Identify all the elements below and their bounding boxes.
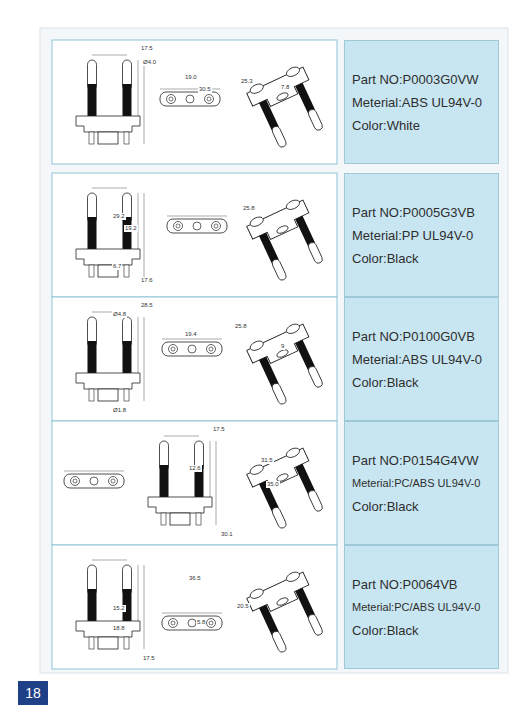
dimension-label: Ø4.8 xyxy=(112,311,127,318)
dimension-label: 12.6 xyxy=(188,465,202,472)
info-panel: Part NO:P0005G3VBMeterial:PP UL94V-0Colo… xyxy=(344,173,499,297)
spec-line: Part NO:P0003G0VW xyxy=(352,68,491,91)
dimension-label: 19.0 xyxy=(184,74,198,81)
dimension-label: 9 xyxy=(280,343,285,350)
spec-line: Meterial:PP UL94V-0 xyxy=(352,224,491,247)
dimension-label: 20.5 xyxy=(236,603,250,610)
dimension-label: 15.2 xyxy=(112,605,126,612)
dimension-label: 6.7 xyxy=(112,263,122,270)
spec-line: Color:Black xyxy=(352,619,491,642)
dimension-label: 31.5 xyxy=(260,457,274,464)
spec-line: Part NO:P0100G0VB xyxy=(352,325,491,348)
dimension-label: 17.5 xyxy=(142,655,156,662)
info-panel: Part NO:P0064VBMeterial:PC/ABS UL94V-0Co… xyxy=(344,545,499,669)
dimension-label: 35.0 xyxy=(266,481,280,488)
dimension-label: 28.5 xyxy=(140,302,154,309)
dimension-label: 25.8 xyxy=(242,205,256,212)
dimension-label: Ø4.0 xyxy=(142,59,157,66)
dimension-label: 17.5 xyxy=(140,45,154,52)
dimension-label: 17.6 xyxy=(140,277,154,284)
info-panel: Part NO:P0100G0VBMeterial:ABS UL94V-0Col… xyxy=(344,297,499,421)
dimension-label: 30.5 xyxy=(198,86,212,93)
dimension-label: 5.8 xyxy=(196,619,206,626)
dimension-label: 25.8 xyxy=(234,323,248,330)
spec-line: Meterial:PC/ABS UL94V-0 xyxy=(352,472,491,495)
spec-line: Color:Black xyxy=(352,371,491,394)
dimension-label: 30.1 xyxy=(220,531,234,538)
dimension-label: 36.5 xyxy=(188,575,202,582)
dimension-label: 18.8 xyxy=(112,625,126,632)
spec-line: Meterial:ABS UL94V-0 xyxy=(352,348,491,371)
dimension-label: Ø1.8 xyxy=(112,407,127,414)
spec-line: Meterial:ABS UL94V-0 xyxy=(352,91,491,114)
dimension-label: 19.2 xyxy=(124,225,138,232)
spec-line: Part NO:P0005G3VB xyxy=(352,201,491,224)
dimension-label: 25.3 xyxy=(240,78,254,85)
dimension-label: 7.8 xyxy=(280,84,290,91)
page-number-box: 18 xyxy=(18,681,48,705)
spec-line: Color:Black xyxy=(352,495,491,518)
spec-line: Color:White xyxy=(352,114,491,137)
dimension-label: 29.2 xyxy=(112,213,126,220)
spec-line: Part NO:P0154G4VW xyxy=(352,449,491,472)
page-number: 18 xyxy=(25,685,41,701)
spec-line: Color:Black xyxy=(352,247,491,270)
spec-line: Meterial:PC/ABS UL94V-0 xyxy=(352,596,491,619)
dimension-label: 17.5 xyxy=(212,426,226,433)
info-panel: Part NO:P0003G0VWMeterial:ABS UL94V-0Col… xyxy=(344,40,499,164)
dimension-label: 19.4 xyxy=(184,331,198,338)
spec-line: Part NO:P0064VB xyxy=(352,573,491,596)
info-panel: Part NO:P0154G4VWMeterial:PC/ABS UL94V-0… xyxy=(344,421,499,545)
